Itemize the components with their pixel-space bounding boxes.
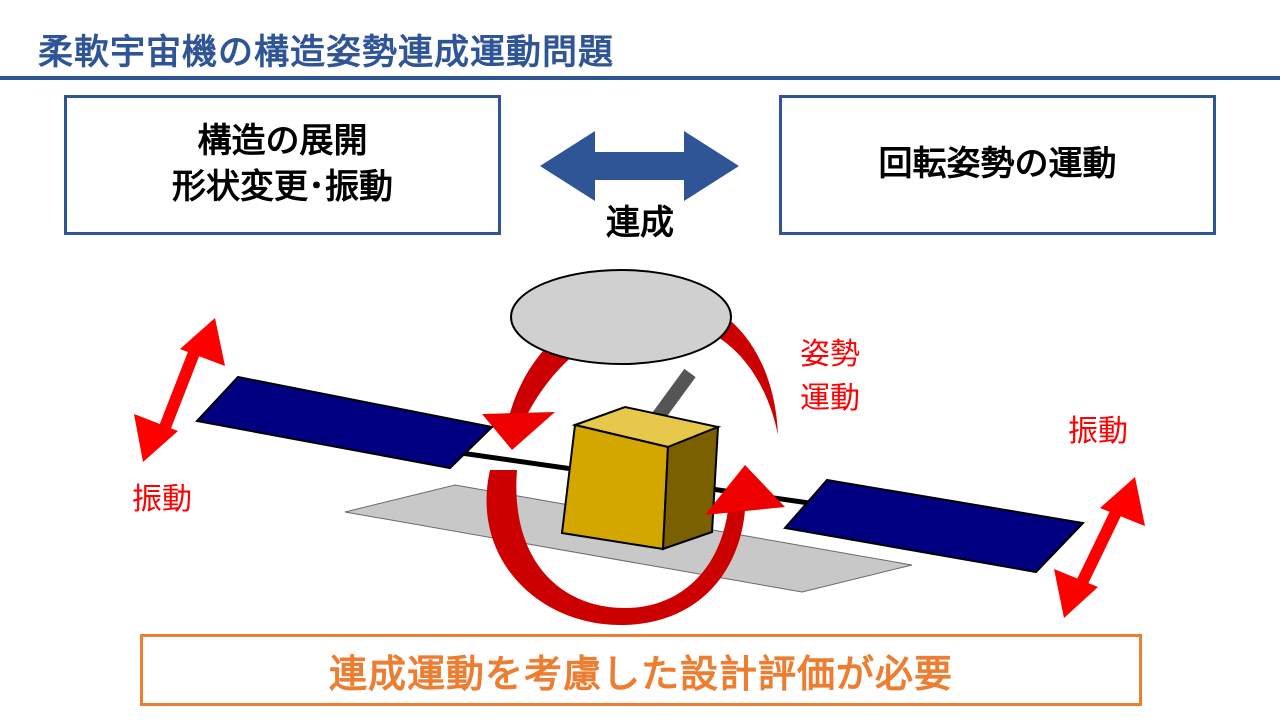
coupling-label: 連成 xyxy=(606,203,674,243)
conclusion-text: 連成運動を考慮した設計評価が必要 xyxy=(328,651,953,696)
structure-box-line1: 構造の展開 xyxy=(197,121,368,162)
attitude-motion-label-line1: 姿勢 xyxy=(800,337,860,372)
attitude-box: 回転姿勢の運動 xyxy=(779,95,1216,235)
structure-box: 構造の展開 形状変更･振動 xyxy=(64,95,501,235)
structure-box-line2: 形状変更･振動 xyxy=(172,167,393,207)
title-underline xyxy=(0,76,1280,80)
vibration-label-left: 振動 xyxy=(132,482,192,517)
left-vibration-arrow xyxy=(134,318,225,462)
attitude-motion-label: 姿勢 運動 xyxy=(800,333,860,420)
attitude-motion-label-line2: 運動 xyxy=(800,380,860,416)
rotation-arrowhead-up xyxy=(705,465,785,515)
right-solar-panel xyxy=(783,478,1086,574)
slide-title: 柔軟宇宙機の構造姿勢連成運動問題 xyxy=(38,33,615,73)
rotation-ring-front xyxy=(486,470,745,625)
vibration-label-right: 振動 xyxy=(1068,414,1128,449)
attitude-box-text: 回転姿勢の運動 xyxy=(878,144,1117,185)
bus-front-face xyxy=(560,423,670,551)
conclusion-box: 連成運動を考慮した設計評価が必要 xyxy=(140,634,1142,706)
coupling-double-arrow xyxy=(540,131,739,201)
bus-side-face xyxy=(661,425,720,551)
right-vibration-arrow xyxy=(1054,477,1145,618)
dish-antenna xyxy=(510,269,732,365)
left-solar-panel xyxy=(195,375,495,470)
rotation-arrowhead-down xyxy=(482,412,555,450)
